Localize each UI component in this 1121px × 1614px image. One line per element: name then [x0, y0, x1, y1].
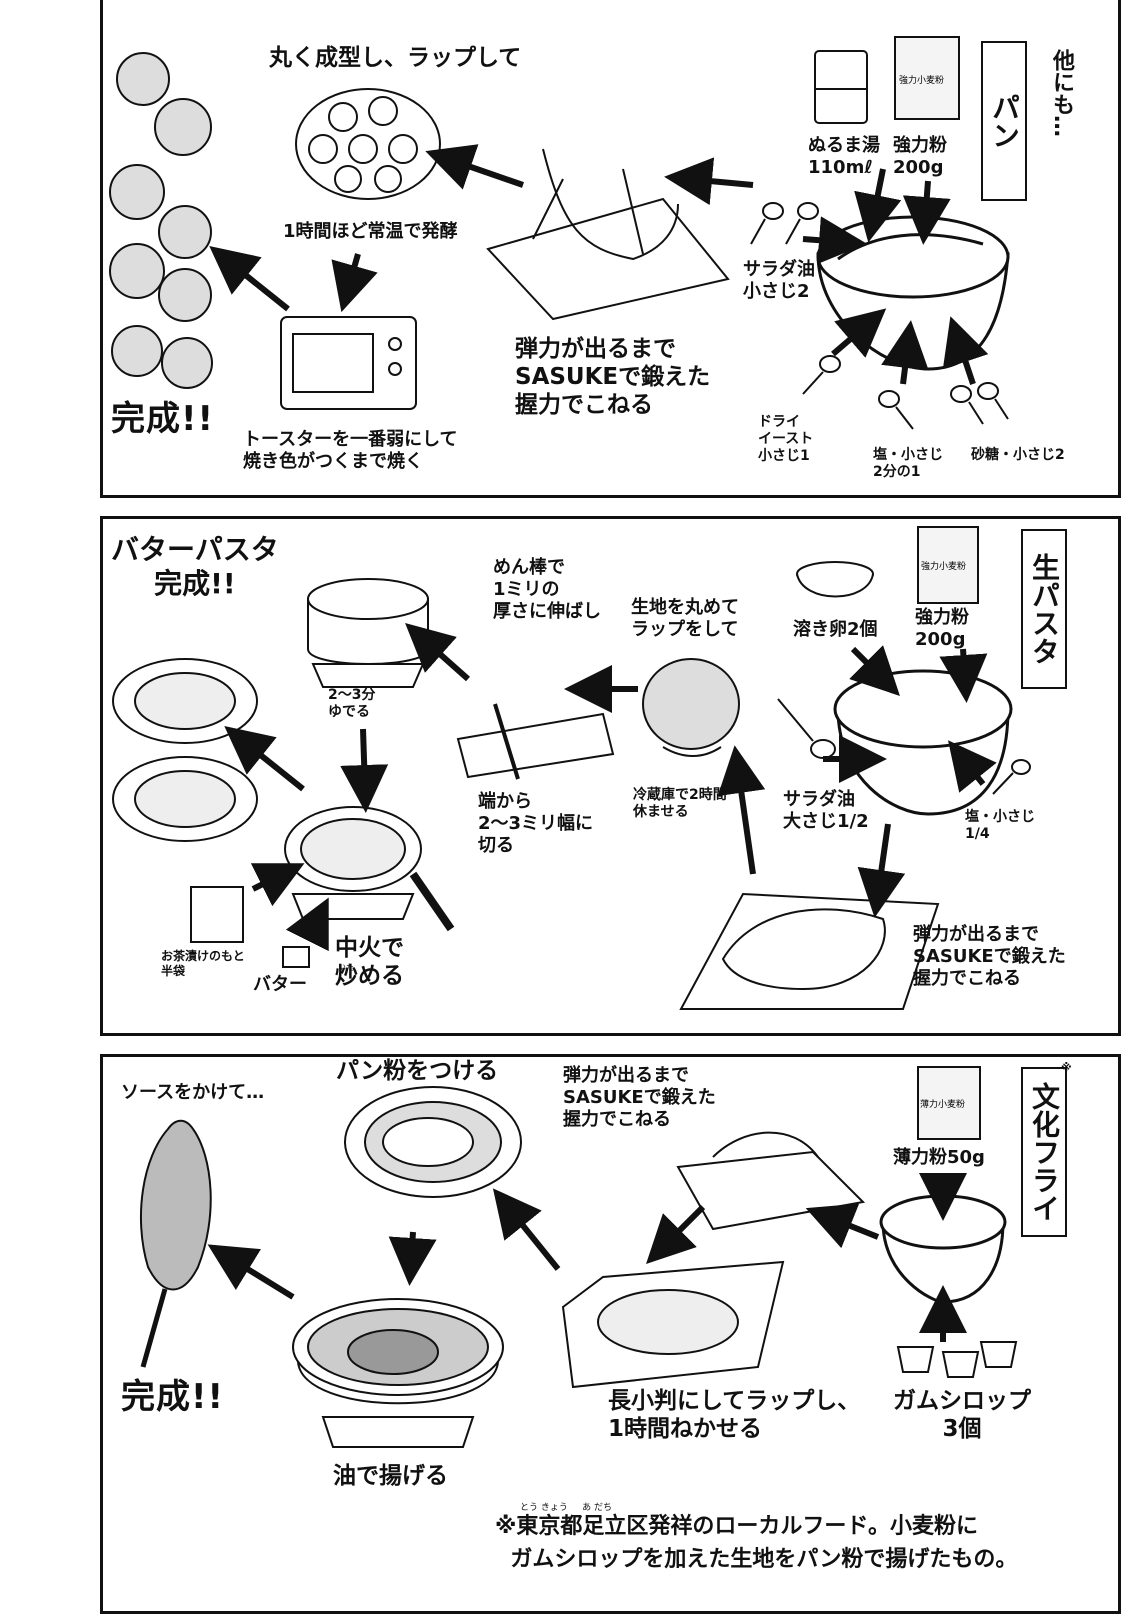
- frying-pot: [292, 1298, 504, 1448]
- gum-syrup-cups: [896, 1341, 1018, 1378]
- bunka-ing-flour: 薄力粉50g: [893, 1147, 985, 1168]
- bunka-title: 文化フライ: [1021, 1067, 1067, 1237]
- bunka-step-crumb: パン粉をつける: [336, 1058, 499, 1084]
- breadcrumb-plate: [344, 1086, 522, 1198]
- pan-ing-flour: 強力粉 200g: [893, 135, 947, 178]
- pan-step-bake: トースターを一番弱にして 焼き色がつくまで焼く: [243, 429, 458, 472]
- pasta-fry-ruby: いた: [338, 963, 354, 972]
- pan-bag-label: 強力小麦粉: [899, 74, 944, 86]
- pasta-spoons: [777, 698, 1031, 795]
- panel-pan: 強力小麦粉 他にも… パン: [100, 0, 1121, 498]
- spoons: [750, 202, 1009, 430]
- pasta-ing-chazuke: お茶漬けのもと 半袋: [161, 949, 245, 978]
- pan-ing-water: ぬるま湯 110mℓ: [808, 135, 880, 178]
- pan-step-ferment: 1時間ほど常温で発酵: [283, 221, 458, 242]
- pasta-ing-egg: 溶き卵2個: [793, 619, 878, 640]
- bunka-step-sauce: ソースをかけて…: [121, 1082, 265, 1103]
- pasta-done: バターパスタ 完成!!: [111, 533, 279, 601]
- pasta-plates: [112, 658, 258, 842]
- bunka-step-shape: 長小判にしてラップし、 1時間ねかせる: [608, 1388, 861, 1443]
- egg-bowl: [796, 561, 874, 598]
- pasta-ing-oil: サラダ油 大さじ1/2: [783, 789, 869, 832]
- flour-bag: [894, 36, 960, 120]
- pasta-ing-salt: 塩・小さじ 1/4: [965, 809, 1035, 843]
- pasta-step-knead: 弾力が出るまで SASUKEで鍛えた 握力でこねる: [913, 924, 1066, 989]
- pasta-step-cut: 端から 2〜3ミリ幅に 切る: [478, 791, 594, 856]
- pan-illustrations: 強力小麦粉: [109, 36, 1010, 430]
- bunka-title-mark: ※: [1061, 1061, 1072, 1074]
- wrapped-dough-board: [561, 1260, 785, 1389]
- bunka-illustrations: 薄力小麦粉: [139, 1066, 1018, 1448]
- wrapped-dough-ball: [642, 658, 740, 757]
- bunka-fry-skewer: [139, 1119, 212, 1368]
- bunka-bowl: [879, 1194, 1007, 1304]
- bunka-ing-syrup: ガムシロップ 3個: [893, 1388, 1031, 1443]
- pasta-step-boil: 2〜3分 ゆでる: [328, 687, 376, 721]
- pan-side-label: 他にも…: [1049, 49, 1074, 137]
- bunka-done: 完成!!: [121, 1377, 225, 1417]
- bunka-bag-label: 薄力小麦粉: [920, 1098, 965, 1110]
- pasta-flour-bag: [917, 526, 979, 604]
- frying-pan: [284, 806, 455, 932]
- pasta-step-arrows: [224, 623, 997, 952]
- pasta-step-fry: 中火で 炒める: [335, 935, 404, 990]
- dough-cutting: [456, 703, 615, 780]
- pasta-illustrations: 強力小麦粉: [112, 526, 1031, 1010]
- panel-bunka-fry: 薄力小麦粉 文化フライ ※ 薄力粉50g ガムシロップ 3個 弾力が出るまで S…: [100, 1054, 1121, 1614]
- bunka-flour-bag: [917, 1066, 981, 1140]
- pasta-step-rest-b: 冷蔵庫で2時間 休ませる: [633, 787, 727, 821]
- boiling-pot: [307, 578, 429, 688]
- pasta-step-rest-a: 生地を丸めて ラップをして: [631, 597, 739, 640]
- kneading-board: [486, 148, 730, 321]
- pasta-kneading-board: [679, 892, 940, 1010]
- bread-rolls: [109, 52, 213, 389]
- pasta-step-roll: めん棒で 1ミリの 厚さに伸ばし: [493, 557, 601, 622]
- pasta-bag-label: 強力小麦粉: [921, 560, 966, 572]
- pan-step-shape: 丸く成型し、ラップして: [269, 45, 522, 71]
- water-glass: [814, 50, 868, 124]
- wrapped-dough: [295, 88, 441, 200]
- chazuke-bag: [190, 886, 244, 943]
- bunka-step-arrows: [207, 1173, 967, 1342]
- pan-title: パン: [981, 41, 1027, 201]
- bunka-step-fry: 油で揚げる: [333, 1463, 448, 1489]
- pan-ing-yeast: ドライ イースト 小さじ1: [758, 414, 814, 465]
- bunka-kneading-board: [676, 1131, 866, 1231]
- pasta-title: 生パスタ: [1021, 529, 1067, 689]
- pasta-ing-butter: バター: [253, 974, 307, 995]
- pan-step-knead: 弾力が出るまで SASUKEで鍛えた 握力でこねる: [515, 336, 711, 419]
- butter-block: [282, 946, 310, 968]
- pan-done: 完成!!: [111, 399, 215, 439]
- pasta-ing-flour: 強力粉 200g: [915, 607, 969, 650]
- toaster-oven: [280, 316, 417, 410]
- pan-ing-salt: 塩・小さじ 2分の1: [873, 447, 943, 481]
- pan-ing-sugar: 砂糖・小さじ2: [971, 447, 1065, 463]
- bunka-step-knead: 弾力が出るまで SASUKEで鍛えた 握力でこねる: [563, 1065, 716, 1130]
- panel-pasta: 強力小麦粉 生パ: [100, 516, 1121, 1036]
- footnote: ※東京都足立区発祥のローカルフード。小麦粉に ガムシロップを加えた生地をパン粉で…: [495, 1514, 1018, 1572]
- footnote-ruby: とう きょう あ だち: [520, 1503, 613, 1513]
- pan-ing-oil: サラダ油 小さじ2: [743, 259, 815, 302]
- step-arrows: [209, 144, 989, 385]
